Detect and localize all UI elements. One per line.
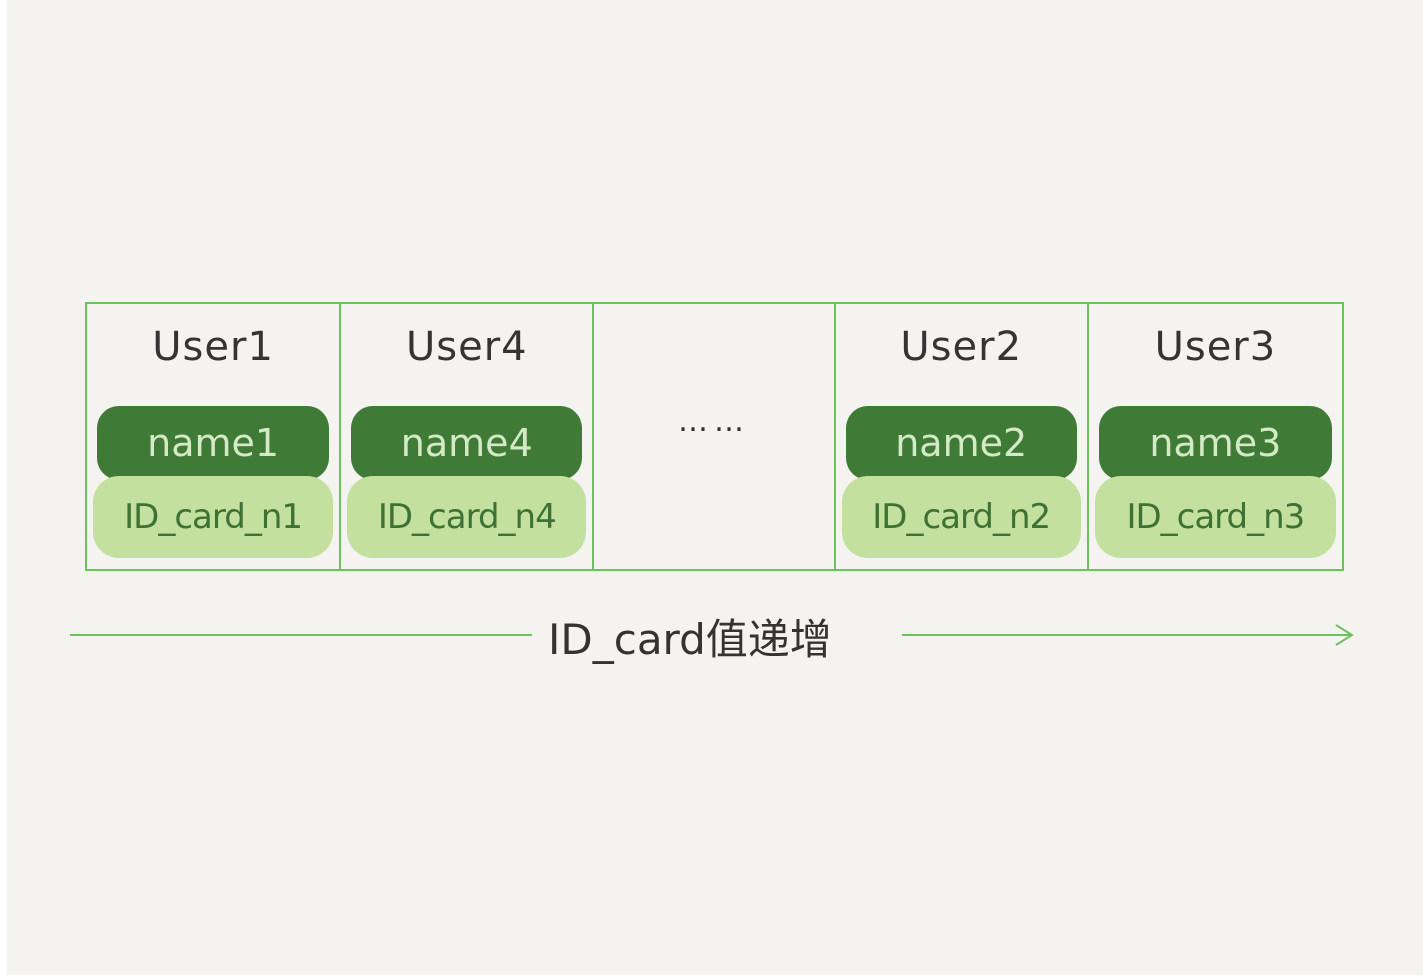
user-title: User1 (152, 324, 274, 370)
id-card-pill: ID_card_n4 (347, 476, 587, 558)
name-pill: name3 (1098, 406, 1332, 480)
id-card-pill: ID_card_n1 (93, 476, 334, 558)
arrow-head-icon (1335, 624, 1354, 646)
user-title: User2 (900, 324, 1023, 370)
axis-arrow (70, 624, 1354, 646)
id-card-pill: ID_card_n3 (1094, 476, 1336, 558)
user-cell: User2 name2 ID_card_n2 (836, 304, 1089, 569)
name-pill: name4 (351, 406, 583, 480)
axis-label: ID_card值递增 (548, 615, 832, 664)
increasing-axis: ID_card值递增 (70, 600, 1360, 672)
user-cell: User3 name3 ID_card_n3 (1089, 304, 1342, 569)
id-card-pill: ID_card_n2 (841, 476, 1081, 558)
index-strip: User1 name1 ID_card_n1 User4 name4 ID_ca… (85, 302, 1344, 571)
name-pill: name1 (97, 406, 330, 480)
user-cell: User1 name1 ID_card_n1 (87, 304, 342, 569)
user-cell: User4 name4 ID_card_n4 (341, 304, 595, 569)
user-title: User3 (1154, 324, 1277, 370)
user-title: User4 (405, 324, 528, 370)
ellipsis: …… (677, 404, 750, 439)
name-pill: name2 (845, 406, 1077, 480)
ellipsis-cell: …… (594, 304, 836, 569)
